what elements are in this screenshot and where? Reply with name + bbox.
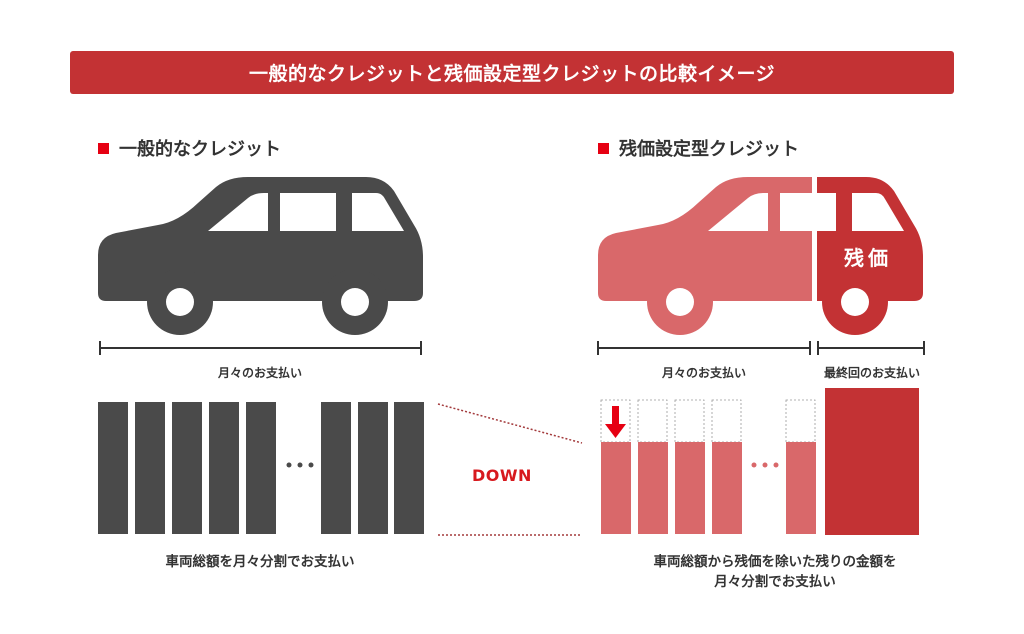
right-caption-line1: 車両総額から残価を除いた残りの金額を — [653, 554, 897, 570]
car-icon-general — [98, 177, 423, 335]
left-heading: 一般的なクレジット — [98, 135, 281, 161]
left-heading-text: 一般的なクレジット — [119, 139, 281, 160]
square-marker-icon — [598, 142, 609, 154]
title-banner: 一般的なクレジットと残価設定型クレジットの比較イメージ — [70, 51, 954, 94]
right-caption: 車両総額から残価を除いた残りの金額を 月々分割でお支払い — [610, 552, 940, 592]
span-bracket-left — [99, 341, 422, 355]
down-connector-lines — [437, 403, 583, 536]
span-bracket-monthly — [597, 341, 811, 355]
right-monthly-span-label: 月々のお支払い — [661, 366, 746, 380]
left-span-label: 月々のお支払い — [217, 366, 302, 380]
right-final-span-label: 最終回のお支払い — [823, 366, 920, 380]
down-arrow-icon — [605, 406, 626, 438]
bars-general — [98, 402, 424, 534]
final-payment-bar — [825, 388, 919, 535]
square-marker-icon — [98, 142, 109, 154]
down-label: DOWN — [472, 466, 532, 485]
title-text: 一般的なクレジットと残価設定型クレジットの比較イメージ — [248, 63, 776, 85]
residual-value-label: 残価 — [844, 246, 892, 270]
span-bracket-final — [817, 341, 925, 355]
right-heading: 残価設定型クレジット — [598, 135, 799, 161]
right-caption-line2: 月々分割でお支払い — [714, 574, 836, 590]
left-caption: 車両総額を月々分割でお支払い — [165, 554, 355, 570]
bars-residual — [600, 388, 919, 535]
right-heading-text: 残価設定型クレジット — [619, 139, 799, 160]
